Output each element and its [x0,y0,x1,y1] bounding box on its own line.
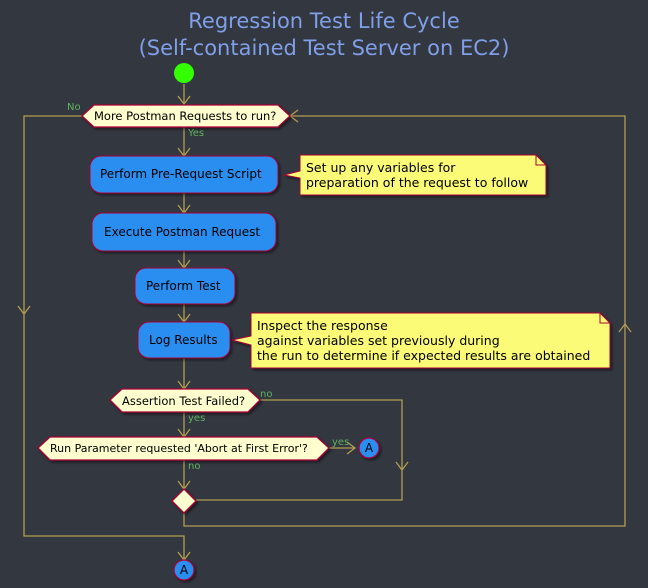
merge-diamond [171,488,197,514]
activity-pre-request [89,155,279,194]
activity-log-results [137,321,231,359]
decision-abort-first-error [37,436,330,461]
note-pre-request-shape [283,154,547,196]
note-log-results-shape [231,312,611,369]
decision-assertion-failed-label: Assertion Test Failed? [122,394,246,408]
edge-label-no-more: No [67,102,81,113]
edges [23,84,626,560]
connector-a-end-label: A [179,563,189,577]
diagram-title-line-2: (Self-contained Test Server on EC2) [138,36,510,60]
edge-label-no-assert: no [260,389,273,400]
decision-abort-first-error-label: Run Parameter requested 'Abort at First … [50,442,308,455]
edge-label-no-abort: no [188,461,201,472]
note-log-results-line-2: against variables set previously during [257,333,500,348]
connector-a-end [173,559,195,581]
note-pre-request-line-1: Set up any variables for [306,160,456,175]
note-log-results-line-3: the run to determine if expected results… [257,348,591,363]
decision-more-requests [81,104,291,128]
edge-loopback [183,115,626,527]
diagram-title-line-1: Regression Test Life Cycle [188,9,460,33]
activity-pre-request-label: Perform Pre-Request Script [100,167,262,181]
decision-more-requests-label: More Postman Requests to run? [94,109,277,123]
decision-assertion-failed [109,388,261,413]
edge-label-yes-abort: yes [332,437,350,448]
start-node [174,63,194,83]
activity-execute-request [91,212,277,252]
edge-label-yes-assert: yes [188,413,206,424]
activity-log-results-label: Log Results [149,333,218,347]
activity-perform-test-label: Perform Test [146,279,221,293]
edge-loop-no [23,115,185,560]
activity-perform-test [134,267,236,305]
edge-assert-no [196,399,403,501]
edge-label-yes-more: Yes [188,128,205,139]
note-pre-request-line-2: preparation of the request to follow [306,175,529,190]
activity-execute-request-label: Execute Postman Request [104,225,261,239]
note-log-results-line-1: Inspect the response [257,318,388,333]
connector-a-abort-label: A [364,441,374,455]
connector-a-abort [358,437,380,459]
